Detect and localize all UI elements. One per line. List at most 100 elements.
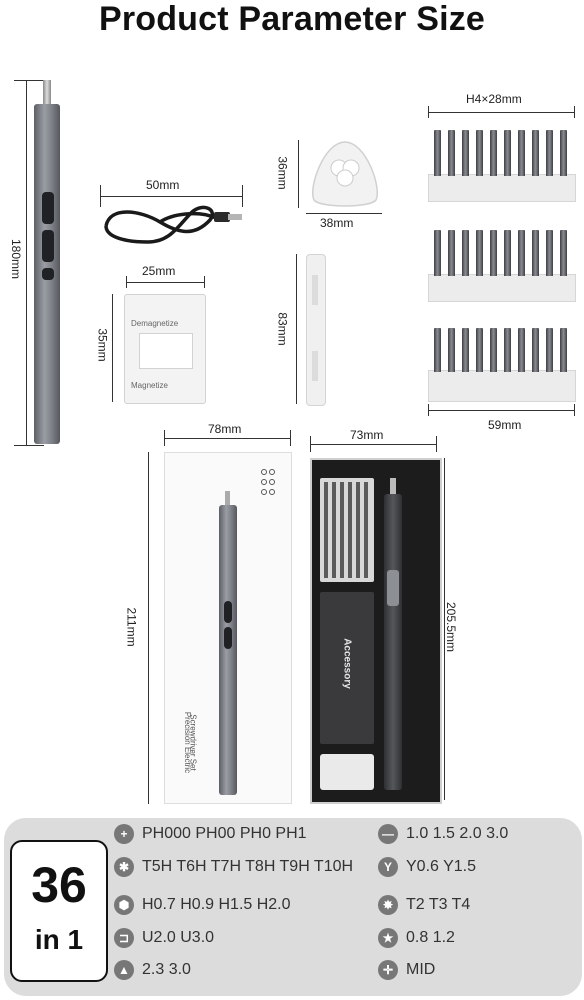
mag-tick-left [126, 276, 127, 288]
cable-label: 50mm [146, 178, 180, 192]
demagnetize-label: Demagnetize [131, 319, 179, 328]
magnetize-label: Magnetize [131, 381, 168, 390]
spec-right-4: ★ 0.8 1.2 [378, 928, 455, 948]
spec-right-5: ✛ MID [378, 960, 435, 980]
bit [462, 328, 469, 372]
bit [546, 230, 553, 276]
spec-left-5-text: 2.3 3.0 [142, 961, 191, 978]
tweezer-height-label: 83mm [275, 312, 290, 346]
spec-left-5: ▲ 2.3 3.0 [114, 960, 191, 980]
tray-tick-right [574, 404, 575, 416]
bit [532, 130, 539, 176]
box-accessory: Accessory [320, 592, 374, 744]
tray-width-label: 59mm [488, 418, 522, 432]
bit [560, 328, 567, 372]
tweezer-dim-vline [296, 254, 297, 404]
tray-dim-hline [428, 410, 574, 411]
badge-unit: in 1 [34, 924, 84, 955]
bit [532, 230, 539, 276]
spec-right-1-text: 1.0 1.5 2.0 3.0 [406, 825, 509, 842]
bit [504, 328, 511, 372]
box-magnetizer [320, 754, 374, 790]
bit [448, 328, 455, 372]
bit [560, 230, 567, 276]
magnetizer-height-label: 35mm [95, 328, 110, 362]
bit-tray-1 [428, 126, 576, 202]
bit [546, 328, 553, 372]
bit [434, 328, 441, 372]
box-lid-height-label: 211mm [124, 607, 139, 647]
pick-dim-vline [298, 140, 299, 208]
u-shape-icon: ⊐ [114, 928, 134, 948]
bit [518, 230, 525, 276]
open-box: Accessory [310, 458, 442, 804]
box-lid-width-label: 78mm [208, 422, 242, 436]
cable-dim-line [100, 196, 242, 197]
box-height-label: 205.5mm [444, 601, 459, 653]
phillips-icon: + [114, 824, 134, 844]
accessory-label: Accessory [341, 638, 353, 689]
box-bits-grid [320, 478, 374, 582]
box-tick-right [436, 436, 437, 452]
pick-dim-hline [306, 213, 382, 214]
magnetizer-width-label: 25mm [142, 264, 176, 278]
spec-right-3: ✸ T2 T3 T4 [378, 895, 470, 915]
bits-tick-left [428, 106, 429, 118]
box-pen-image [382, 478, 404, 790]
lid-tick-left [164, 430, 165, 446]
cable-tick-left [100, 185, 101, 207]
pen-dim-tick-top [14, 80, 44, 81]
pen-dimension-line [26, 80, 27, 445]
spec-left-2: ✱ T5H T6H T7H T8H T9H T10H [114, 857, 353, 877]
bit [434, 130, 441, 176]
triangle-icon: ▲ [114, 960, 134, 980]
spec-right-2: Y Y0.6 Y1.5 [378, 857, 476, 877]
lid-pen-image [217, 491, 239, 797]
mag-tick-right [204, 276, 205, 288]
spec-left-1-text: PH000 PH00 PH0 PH1 [142, 825, 307, 842]
box-width-label: 73mm [350, 428, 384, 442]
bit-tray-3 [428, 326, 576, 402]
bits-dim-hline [428, 112, 574, 113]
bits-tick-right [574, 106, 575, 118]
bit [462, 130, 469, 176]
bit [490, 230, 497, 276]
bit [490, 328, 497, 372]
bit [518, 328, 525, 372]
bit [476, 328, 483, 372]
count-badge: 36 in 1 [10, 840, 108, 982]
pick-width-label: 38mm [320, 216, 354, 230]
bit [504, 130, 511, 176]
lid-text-2: Screwdriver Set [188, 714, 198, 771]
pry-pick-image [312, 141, 378, 207]
bit [546, 130, 553, 176]
mid-icon: ✛ [378, 960, 398, 980]
cable-tick-right [242, 185, 243, 207]
bit-tray-2 [428, 226, 576, 302]
magnetizer-image: Demagnetize Magnetize [124, 294, 206, 404]
box-dim-hline [310, 444, 436, 445]
spec-left-4-text: U2.0 U3.0 [142, 929, 215, 946]
mag-dim-hline [126, 282, 204, 283]
mag-dim-vline [112, 294, 113, 402]
spec-right-5-text: MID [406, 961, 436, 978]
lid-dim-vline [148, 452, 149, 804]
tray-tick-left [428, 404, 429, 416]
pen-length-label: 180mm [9, 238, 24, 280]
slotted-icon: — [378, 824, 398, 844]
spec-left-4: ⊐ U2.0 U3.0 [114, 928, 214, 948]
pen-dim-tick-bottom [14, 445, 44, 446]
spec-right-3-text: T2 T3 T4 [406, 896, 471, 913]
spec-left-1: + PH000 PH00 PH0 PH1 [114, 824, 307, 844]
pen-image [30, 80, 70, 445]
lid-dots [261, 469, 279, 509]
bit [476, 230, 483, 276]
bit [560, 130, 567, 176]
bit [448, 130, 455, 176]
spec-left-3-text: H0.7 H0.9 H1.5 H2.0 [142, 896, 291, 913]
tweezer-image [306, 254, 326, 406]
spec-right-2-text: Y0.6 Y1.5 [406, 858, 476, 875]
page-title: Product Parameter Size [98, 0, 486, 38]
cable-image [104, 205, 242, 244]
badge-count: 36 [31, 857, 87, 913]
